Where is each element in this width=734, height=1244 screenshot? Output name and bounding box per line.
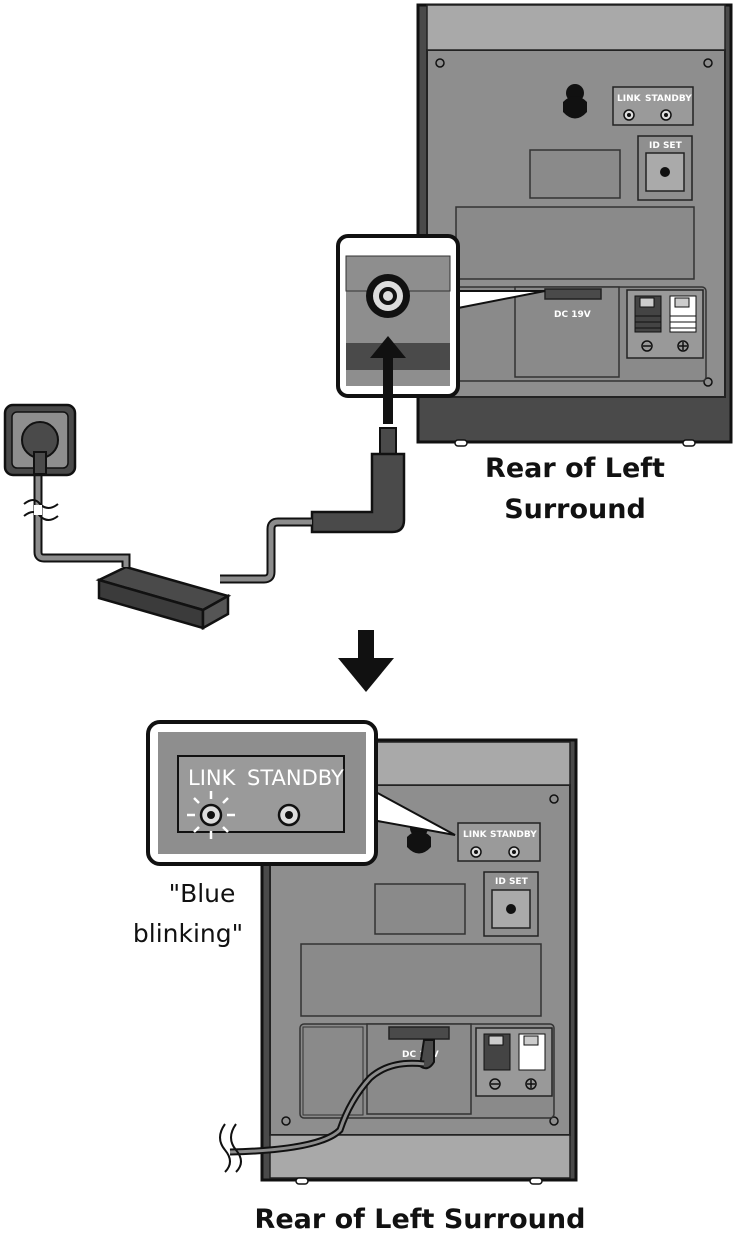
callout-standby-label: STANDBY xyxy=(247,766,344,790)
link-led-blinking-icon xyxy=(187,791,235,839)
next-step-arrow-icon xyxy=(338,630,394,692)
screw-icon xyxy=(703,58,713,68)
top-dc-recess xyxy=(514,286,620,378)
bottom-dc-label: DC 19V xyxy=(402,1050,439,1060)
wall-outlet-icon xyxy=(3,403,77,477)
plus-terminal-icon xyxy=(677,340,689,352)
led-zoom-callout: LINK STANDBY xyxy=(146,720,456,866)
bottom-id-set-label: ID SET xyxy=(495,877,529,887)
keyhole-icon xyxy=(563,84,587,119)
top-speaker-top-strip xyxy=(426,4,726,51)
plug-tip xyxy=(379,427,397,455)
top-id-set-label: ID SET xyxy=(649,141,683,151)
power-adapter-cable xyxy=(23,427,406,631)
top-zoom-callout xyxy=(336,234,546,398)
screw-icon xyxy=(435,58,445,68)
screw-icon xyxy=(549,1116,559,1126)
top-speaker: LINK STANDBY ID SET DC 19V xyxy=(416,3,733,447)
bottom-standby-label: STANDBY xyxy=(490,830,537,840)
screw-icon xyxy=(703,377,713,387)
top-caption-line1: Rear of Left xyxy=(485,453,665,484)
top-link-label: LINK xyxy=(617,94,642,104)
top-label-plate xyxy=(529,149,621,199)
angled-plug xyxy=(310,452,406,534)
blink-note-line1: "Blue xyxy=(168,879,236,908)
screw-icon xyxy=(281,1116,291,1126)
top-link-standby-box xyxy=(612,86,694,126)
bottom-link-label: LINK xyxy=(463,830,488,840)
top-dc-jack xyxy=(544,288,602,300)
top-caption-line2: Surround xyxy=(504,494,646,525)
bottom-link-standby-box xyxy=(457,822,541,862)
minus-terminal-icon xyxy=(489,1078,501,1090)
plus-terminal-icon xyxy=(525,1078,537,1090)
top-id-set-dot xyxy=(660,167,670,177)
blink-note-line2: blinking" xyxy=(132,919,244,948)
top-dc-label: DC 19V xyxy=(554,310,591,320)
bottom-caption: Rear of Left Surround xyxy=(254,1204,586,1235)
top-vent xyxy=(455,206,695,280)
callout-link-label: LINK xyxy=(188,766,237,790)
plug-in-arrow-icon xyxy=(370,336,406,424)
screw-icon xyxy=(549,794,559,804)
top-standby-label: STANDBY xyxy=(645,94,692,104)
minus-terminal-icon xyxy=(641,340,653,352)
